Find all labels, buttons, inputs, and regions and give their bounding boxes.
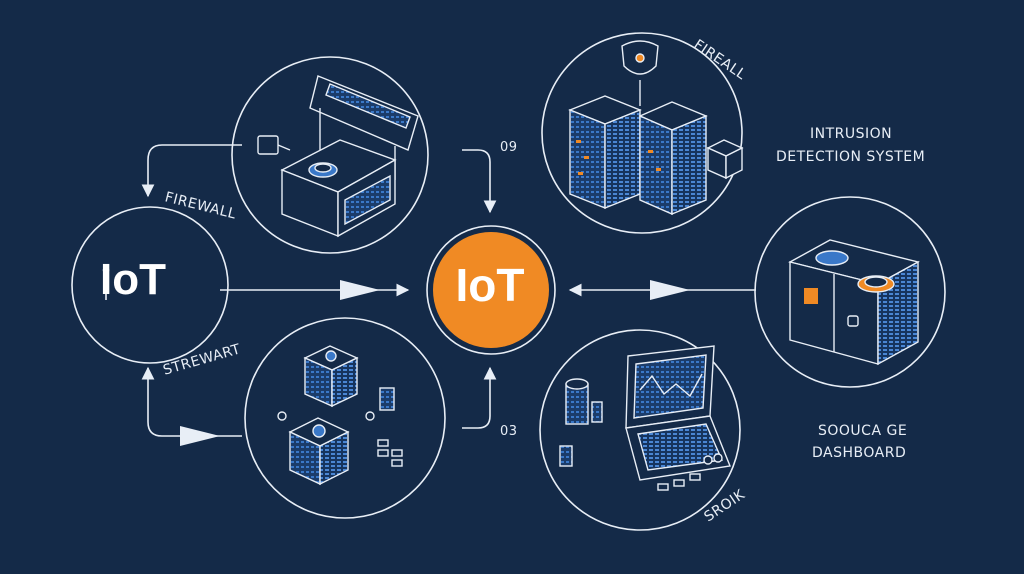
center-hub-ring <box>426 225 556 355</box>
control-box-icon <box>788 239 920 366</box>
router-device-icon <box>257 75 419 238</box>
server-rack-icon <box>568 40 744 216</box>
top-right-circle <box>541 32 743 234</box>
center-hub-label: IoT <box>455 259 525 311</box>
arrow-top-left-down <box>141 144 242 198</box>
arrow-bottom-left-up <box>141 366 242 437</box>
top-left-circle <box>231 56 429 254</box>
dashboard-label-line1: SOOUCA GE <box>818 423 908 439</box>
intrusion-label-line1: INTRUSION <box>810 126 893 142</box>
arrow-top-to-center <box>462 149 497 214</box>
arrow-head-right <box>650 280 690 300</box>
step-number-top: 09 <box>500 140 518 155</box>
iot-nodes-icon <box>277 345 403 486</box>
arrow-bottom-to-center <box>462 366 497 429</box>
arrow-head-left <box>340 280 380 300</box>
bottom-right-circle <box>539 329 741 531</box>
center-hub <box>433 232 549 348</box>
intrusion-label-line2: DETECTION SYSTEM <box>776 149 926 165</box>
left-hub-label: IoT <box>100 255 166 304</box>
circles <box>71 32 946 531</box>
laptop-dashboard-icon <box>559 345 731 491</box>
dashboard-label-line2: DASHBOARD <box>812 445 907 461</box>
arrow-head-bottom-left <box>180 426 220 446</box>
left-hub-circle <box>71 206 229 364</box>
step-number-bottom: 03 <box>500 424 518 439</box>
connectors <box>141 144 756 446</box>
bottom-left-circle <box>244 317 446 519</box>
tick-icon <box>102 266 110 300</box>
right-circle <box>754 196 946 388</box>
